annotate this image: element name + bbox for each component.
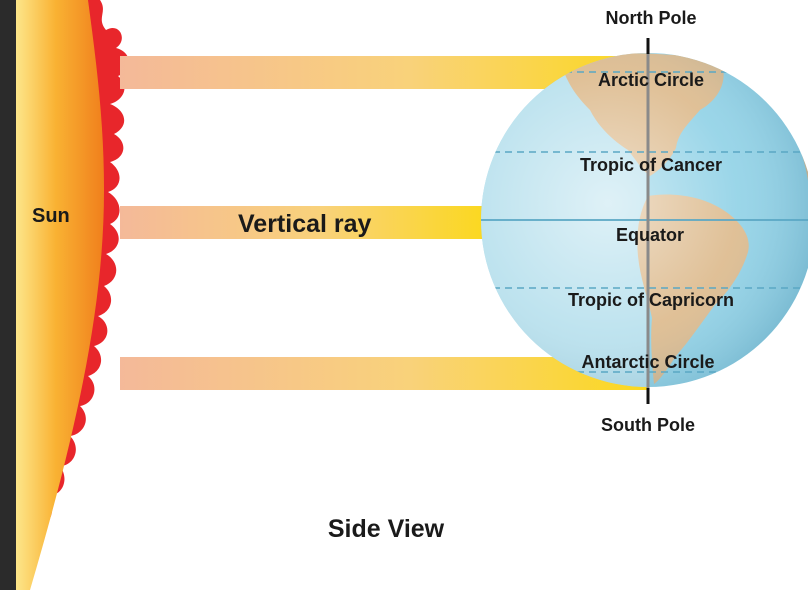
sun-rays: Vertical ray	[120, 56, 648, 390]
globe-labels: North Pole Arctic Circle Tropic of Cance…	[568, 8, 734, 435]
sun-label: Sun	[32, 205, 70, 227]
globe	[481, 38, 808, 404]
left-frame-strip	[0, 0, 16, 590]
south-pole-label: South Pole	[601, 415, 695, 435]
sun-disc	[16, 0, 104, 590]
vertical-ray-label: Vertical ray	[238, 210, 372, 238]
ray-bottom	[120, 357, 648, 390]
equator-label: Equator	[616, 225, 684, 245]
ray-vertical	[120, 206, 488, 239]
tropic-of-cancer-label: Tropic of Cancer	[580, 155, 722, 175]
tropic-of-capricorn-label: Tropic of Capricorn	[568, 290, 734, 310]
north-pole-label: North Pole	[605, 8, 696, 28]
arctic-circle-label: Arctic Circle	[598, 70, 704, 90]
antarctic-circle-label: Antarctic Circle	[581, 352, 714, 372]
view-title: Side View	[328, 515, 445, 543]
sun: Sun	[16, 0, 130, 590]
